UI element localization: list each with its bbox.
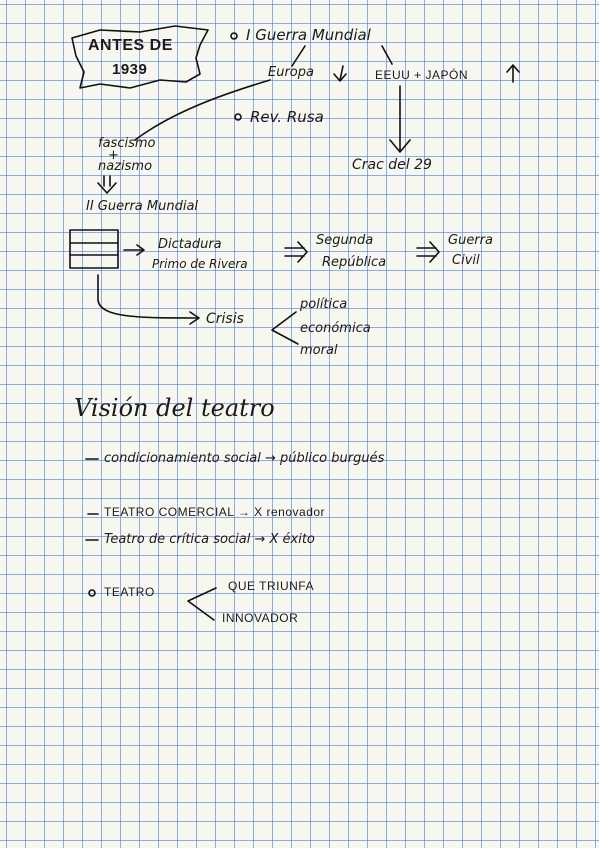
arrow-to-dictadura	[123, 244, 145, 256]
europa-to-fascismo-line	[134, 79, 271, 141]
item-critica-social: Teatro de crítica social → X éxito	[104, 532, 315, 547]
segunda-line-2: República	[322, 255, 387, 270]
dictadura-line-2: Primo de Rivera	[152, 257, 248, 271]
nazismo-label: nazismo	[98, 159, 153, 174]
eeuu-to-crac-arrow	[389, 85, 411, 153]
teatro-branch-0: QUE TRIUNFA	[228, 579, 314, 593]
eeuu-up-arrow	[506, 64, 520, 83]
eeuu-label: EEUU + JAPÓN	[375, 68, 469, 82]
title-line-2: 1939	[112, 61, 148, 78]
crisis-item-1: económica	[300, 321, 371, 336]
civil-line-2: Civil	[452, 253, 480, 268]
bullet-1	[230, 32, 238, 40]
arrow-to-civil	[416, 241, 440, 263]
arrow-to-crisis	[97, 274, 200, 325]
title-line-1: ANTES DE	[88, 37, 173, 54]
item-teatro-comercial: TEATRO COMERCIAL → X renovador	[104, 505, 326, 519]
arrow-europa-line	[291, 45, 306, 67]
segunda-line-1: Segunda	[316, 233, 374, 248]
double-down-arrow	[97, 175, 117, 194]
teatro-bullet	[88, 589, 96, 597]
arrow-eeuu-line	[381, 45, 393, 65]
bullet-2	[234, 113, 242, 121]
segunda-guerra-label: II Guerra Mundial	[86, 199, 199, 214]
teatro-brace	[187, 587, 217, 621]
item-condicionamiento: condicionamiento social → público burgué…	[104, 451, 385, 466]
bullet-guerra-mundial: I Guerra Mundial	[246, 26, 371, 44]
title-box-outline	[71, 25, 209, 89]
dictadura-line-1: Dictadura	[158, 237, 222, 252]
box-symbol	[69, 229, 119, 269]
crisis-item-2: moral	[300, 343, 338, 358]
europa-down-arrow	[333, 65, 347, 82]
arrow-to-segunda	[284, 241, 308, 263]
crisis-brace	[271, 311, 299, 345]
crisis-item-0: política	[300, 297, 348, 312]
crac-label: Crac del 29	[352, 157, 432, 173]
europa-label: Europa	[268, 65, 314, 80]
section-heading: Visión del teatro	[74, 394, 275, 422]
teatro-label: TEATRO	[104, 585, 155, 599]
plus-sign: +	[108, 148, 119, 163]
rev-rusa-label: Rev. Rusa	[250, 108, 324, 126]
crisis-label: Crisis	[206, 311, 244, 327]
fascismo-label: fascismo	[98, 136, 156, 151]
civil-line-1: Guerra	[448, 233, 493, 248]
teatro-branch-1: INNOVADOR	[222, 611, 299, 625]
